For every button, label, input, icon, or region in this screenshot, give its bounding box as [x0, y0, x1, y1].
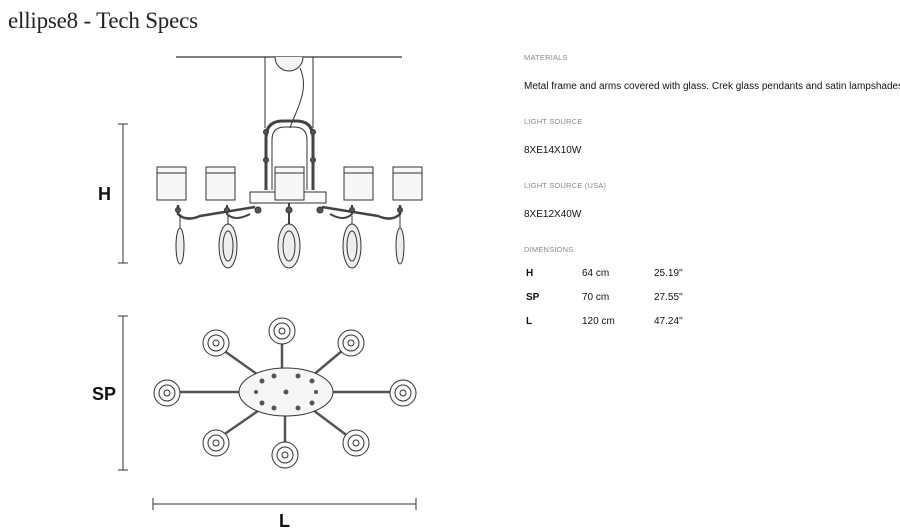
spread-dimension-bracket	[118, 315, 128, 471]
dimension-cm: 70 cm	[582, 292, 610, 303]
canopy	[274, 56, 304, 72]
lampshade-5	[392, 166, 423, 201]
pendant-2	[218, 223, 238, 269]
top-view-shade-4	[153, 379, 181, 407]
top-view-shade-2	[268, 317, 296, 345]
spread-label: SP	[92, 384, 116, 404]
light-source-usa-label: LIGHT SOURCE (USA)	[524, 181, 607, 190]
dimension-key: L	[526, 316, 533, 327]
light-source-value: 8XE14X10W	[524, 145, 582, 156]
dimension-cm: 120 cm	[582, 316, 615, 327]
pendant-1	[175, 227, 185, 265]
length-dimension-bracket	[152, 498, 417, 510]
dimension-inch: 27.55''	[654, 292, 683, 303]
lampshade-2	[205, 166, 236, 201]
height-label: H	[98, 184, 111, 204]
pendant-4	[342, 223, 362, 269]
dimension-inch: 25.19''	[654, 268, 683, 279]
light-source-usa-value: 8XE12X40W	[524, 209, 582, 220]
lampshade-4	[343, 166, 374, 201]
dimension-key: SP	[526, 292, 540, 303]
materials-value: Metal frame and arms covered with glass.…	[524, 81, 900, 92]
dimension-row-l: L 120 cm 47.24''	[524, 316, 724, 330]
page-title: ellipse8 - Tech Specs	[8, 8, 198, 33]
lampshade-3	[274, 166, 305, 201]
top-view-shade-5	[389, 379, 417, 407]
chandelier-technical-drawing: H SP L	[92, 56, 423, 529]
light-source-label: LIGHT SOURCE	[524, 117, 583, 126]
pendant-5	[395, 227, 405, 265]
top-view-shade-6	[202, 429, 230, 457]
dimensions-label: DIMENSIONS	[524, 245, 574, 254]
top-view-shade-1	[202, 329, 230, 357]
pendant-3	[277, 223, 301, 269]
height-dimension-bracket	[118, 123, 128, 264]
dimension-row-h: H 64 cm 25.19''	[524, 268, 724, 282]
length-label: L	[279, 511, 290, 529]
top-view-shade-8	[342, 429, 370, 457]
dimension-cm: 64 cm	[582, 268, 610, 279]
top-view-shade-3	[337, 329, 365, 357]
dimension-row-sp: SP 70 cm 27.55''	[524, 292, 724, 306]
dimension-key: H	[526, 268, 534, 279]
top-view-shade-7	[271, 441, 299, 469]
dimension-inch: 47.24''	[654, 316, 683, 327]
lampshade-1	[156, 166, 187, 201]
materials-label: MATERIALS	[524, 53, 568, 62]
